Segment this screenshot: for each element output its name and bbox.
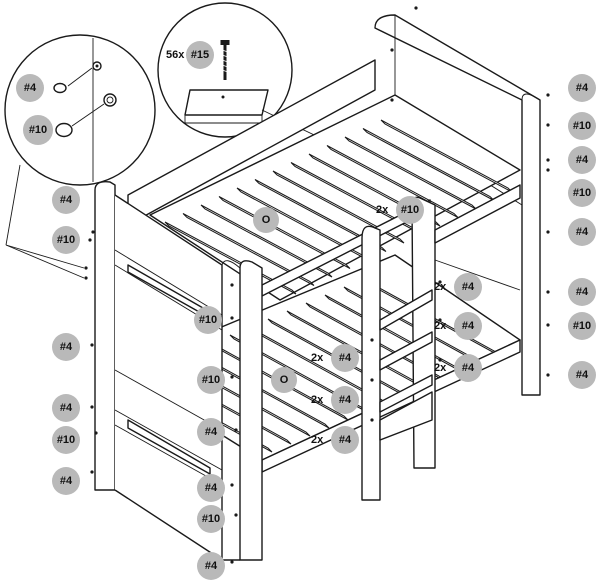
callout-right-4-label: #4 <box>576 226 589 238</box>
callout-right-3: #10 <box>568 179 596 207</box>
callout-middle-2-label: #4 <box>462 362 475 374</box>
callout-front-5-label: #4 <box>205 560 218 572</box>
bunk-marker-lower: O <box>271 367 297 393</box>
callout-left-5-label: #4 <box>60 475 73 487</box>
callout-ladder-0: #4 <box>331 344 359 372</box>
callout-left-0: #4 <box>52 186 80 214</box>
callout-left-1-label: #10 <box>57 234 75 246</box>
callout-right-2: #4 <box>568 146 596 174</box>
callout-front-2-label: #4 <box>205 426 218 438</box>
callout-detail-screw: #15 <box>186 41 214 69</box>
callout-right-6: #10 <box>568 312 596 340</box>
front-headboard <box>114 194 223 561</box>
callout-middle-2-quantity: 2x <box>434 362 447 374</box>
callout-middle-1-quantity: 2x <box>434 320 447 332</box>
callout-right-7-label: #4 <box>576 369 589 381</box>
callout-middle-0-quantity: 2x <box>434 281 447 293</box>
cap-hole-icon <box>103 93 117 107</box>
callout-front-1: #10 <box>197 366 225 394</box>
callout-front-3-label: #4 <box>205 482 218 494</box>
callout-left-3-label: #4 <box>60 402 73 414</box>
cover-cap-icon <box>55 122 73 138</box>
callout-center-upper-quantity: 2x <box>376 204 389 216</box>
callout-right-1: #10 <box>568 112 596 140</box>
callout-left-0-label: #4 <box>60 194 73 206</box>
ladder <box>361 225 433 501</box>
detail-circle-hardware <box>4 34 156 279</box>
callout-middle-0-label: #4 <box>462 281 475 293</box>
callout-left-2: #4 <box>52 333 80 361</box>
callout-center-upper-label: #10 <box>401 204 419 216</box>
callout-right-2-label: #4 <box>576 154 589 166</box>
callout-middle-0: #4 <box>454 273 482 301</box>
callout-ladder-1-quantity: 2x <box>311 394 324 406</box>
callout-detail-cap-label: #10 <box>29 124 47 136</box>
callout-left-4: #10 <box>52 426 80 454</box>
callout-right-4: #4 <box>568 218 596 246</box>
bunk-marker-upper-label: O <box>262 214 271 226</box>
callout-detail-screw-label: #15 <box>191 49 209 61</box>
callout-ladder-2-label: #4 <box>339 434 352 446</box>
callout-middle-1: #4 <box>454 312 482 340</box>
callout-left-4-label: #10 <box>57 434 75 446</box>
callout-right-7: #4 <box>568 361 596 389</box>
callout-right-0-label: #4 <box>576 82 589 94</box>
back-headboard <box>374 14 541 396</box>
callout-detail-cap: #10 <box>23 115 53 145</box>
callout-left-2-label: #4 <box>60 341 73 353</box>
callout-ladder-0-label: #4 <box>339 352 352 364</box>
callout-right-3-label: #10 <box>573 187 591 199</box>
callout-detail-screw-quantity: 56x <box>166 49 185 61</box>
small-washer-icon <box>53 82 67 94</box>
callout-front-0: #10 <box>194 306 222 334</box>
callout-detail-washer-label: #4 <box>24 82 37 94</box>
callout-ladder-2-quantity: 2x <box>311 434 324 446</box>
callout-right-6-label: #10 <box>573 320 591 332</box>
callout-front-5: #4 <box>197 552 225 580</box>
callout-right-1-label: #10 <box>573 120 591 132</box>
callout-detail-washer: #4 <box>16 74 44 102</box>
screw-icon <box>220 40 230 80</box>
callout-ladder-1: #4 <box>331 386 359 414</box>
callout-left-1: #10 <box>52 226 80 254</box>
callout-ladder-0-quantity: 2x <box>311 352 324 364</box>
callout-center-upper: #10 <box>396 196 424 224</box>
callout-front-3: #4 <box>197 474 225 502</box>
callout-right-5: #4 <box>568 278 596 306</box>
bunk-marker-upper: O <box>253 207 279 233</box>
screw-hole-icon <box>92 61 102 71</box>
callout-front-4: #10 <box>197 505 225 533</box>
ladder-rail <box>361 225 381 501</box>
callout-middle-1-label: #4 <box>462 320 475 332</box>
callout-front-1-label: #10 <box>202 374 220 386</box>
callout-front-2: #4 <box>197 418 225 446</box>
callout-middle-2: #4 <box>454 354 482 382</box>
callout-front-0-label: #10 <box>199 314 217 326</box>
bunk-marker-lower-label: O <box>280 374 289 386</box>
callout-right-0: #4 <box>568 74 596 102</box>
callout-front-4-label: #10 <box>202 513 220 525</box>
front-right-post <box>239 260 263 561</box>
callout-left-3: #4 <box>52 394 80 422</box>
part-callouts: #4 #10 #15 56x #4 #10 #4 #4 #10 #4 #10 #10 #4 #4 #10 #4… <box>16 41 596 580</box>
bunk-bed <box>84 6 550 564</box>
callout-left-5: #4 <box>52 467 80 495</box>
callout-ladder-1-label: #4 <box>339 394 352 406</box>
callout-ladder-2: #4 <box>331 426 359 454</box>
callout-right-5-label: #4 <box>576 286 589 298</box>
front-left-post <box>94 180 116 491</box>
